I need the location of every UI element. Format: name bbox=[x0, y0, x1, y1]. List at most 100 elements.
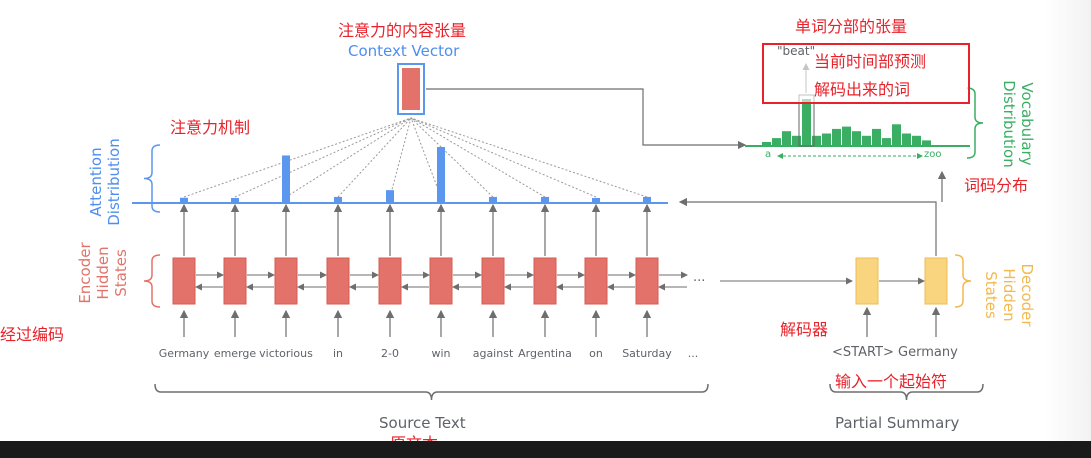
decoder-cn-label: 解码器 bbox=[780, 320, 829, 339]
decoder-brace bbox=[954, 254, 972, 308]
vocab-bar-14 bbox=[902, 133, 911, 145]
vocab-bar-5 bbox=[812, 135, 821, 145]
vocab-tensor-cn-label: 单词分部的张量 bbox=[795, 17, 908, 36]
encoder-cell-1 bbox=[223, 257, 247, 305]
vocab-bar-6 bbox=[822, 133, 831, 145]
right-edge-shade bbox=[1045, 0, 1091, 441]
decoder-input-tokens: <START> Germany bbox=[832, 345, 958, 360]
vocab-brace bbox=[966, 87, 984, 159]
source-token: emerge bbox=[213, 347, 257, 360]
vocab-bar-3 bbox=[792, 135, 801, 145]
vocab-bar-0 bbox=[762, 142, 771, 145]
encoder-label-line1: Encoder bbox=[76, 242, 94, 304]
attention-link-0 bbox=[183, 117, 412, 198]
decoder-cell-1 bbox=[924, 257, 948, 305]
encoder-cell-2 bbox=[274, 257, 298, 305]
vocab-bar-13 bbox=[892, 124, 901, 145]
bottom-bar bbox=[0, 441, 1091, 458]
encoder-cell-7 bbox=[533, 257, 557, 305]
decoder-label-line1: Decoder bbox=[1018, 263, 1036, 327]
attention-link-8 bbox=[410, 117, 597, 198]
encoder-cell-5 bbox=[429, 257, 453, 305]
source-token: in bbox=[332, 347, 344, 360]
word-distribution-cn-label: 词码分布 bbox=[964, 176, 1029, 195]
encoder-hidden-states-label: Encoder Hidden States bbox=[76, 228, 130, 318]
attention-bar-8 bbox=[592, 198, 600, 202]
attention-bar-5 bbox=[437, 147, 445, 202]
encoder-cell-4 bbox=[378, 257, 402, 305]
attention-bar-6 bbox=[489, 196, 497, 202]
attention-link-3 bbox=[337, 117, 412, 198]
encoder-ellipsis: ... bbox=[693, 270, 706, 285]
vocab-bar-16 bbox=[922, 140, 931, 145]
encoder-cell-9 bbox=[635, 257, 659, 305]
attention-bar-3 bbox=[334, 196, 342, 202]
source-token: ... bbox=[687, 347, 699, 360]
source-token: against bbox=[472, 347, 514, 360]
attention-bar-9 bbox=[643, 196, 651, 202]
decoder-to-attention-arrow bbox=[678, 197, 937, 256]
attention-brace bbox=[143, 144, 161, 213]
attention-link-2 bbox=[285, 117, 412, 198]
vocab-bar-11 bbox=[872, 128, 881, 145]
vocab-bar-10 bbox=[862, 135, 871, 145]
attention-bar-2 bbox=[282, 155, 290, 202]
attention-mechanism-cn-label: 注意力机制 bbox=[170, 118, 251, 137]
vocab-bar-1 bbox=[772, 138, 781, 145]
source-text-label: Source Text bbox=[379, 414, 466, 432]
vocab-bar-15 bbox=[912, 135, 921, 145]
context-vector-label: Context Vector bbox=[348, 42, 460, 60]
attention-link-1 bbox=[234, 117, 412, 198]
decoder-label-line2: Hidden States bbox=[982, 268, 1018, 322]
attention-bar-7 bbox=[541, 196, 549, 202]
vocabulary-distribution-label: Vocabulary Distribution bbox=[1000, 74, 1036, 174]
vocab-bar-7 bbox=[832, 128, 841, 145]
encoder-cell-8 bbox=[584, 257, 608, 305]
context-vector-cn-label: 注意力的内容张量 bbox=[338, 21, 467, 40]
encoder-label-line2: Hidden bbox=[94, 246, 112, 300]
attention-link-6 bbox=[410, 117, 494, 198]
encoder-label-line3: States bbox=[112, 249, 130, 297]
source-text-brace bbox=[154, 383, 709, 401]
source-token: 2-0 bbox=[381, 347, 399, 360]
vocab-end-label: zoo bbox=[924, 149, 942, 160]
source-token: Germany bbox=[158, 347, 210, 360]
attention-bar-4 bbox=[386, 190, 394, 202]
partial-summary-label: Partial Summary bbox=[835, 414, 960, 432]
start-token-cn-label: 输入一个起始符 bbox=[835, 372, 948, 391]
predicted-word-annotation-box: 当前时间部预测 解码出来的词 bbox=[762, 43, 970, 104]
vocab-label-line1: Vocabulary bbox=[1018, 82, 1036, 166]
vocab-bar-4 bbox=[802, 99, 811, 145]
encoder-brace bbox=[143, 254, 161, 308]
attention-link-5 bbox=[410, 117, 442, 198]
vocab-bar-12 bbox=[882, 138, 891, 145]
source-token: win bbox=[431, 347, 451, 360]
encoding-cn-label: 经过编码 bbox=[0, 325, 65, 344]
source-token: Argentina bbox=[518, 347, 572, 360]
attention-distribution-line2: Distribution bbox=[105, 138, 123, 226]
predicted-word-cn-line2: 解码出来的词 bbox=[814, 80, 911, 99]
predicted-word-label: "beat" bbox=[777, 44, 816, 58]
attention-distribution-label: Attention Distribution bbox=[87, 132, 123, 232]
vocab-label-line2: Distribution bbox=[1000, 80, 1018, 168]
predicted-word-cn-line1: 当前时间部预测 bbox=[814, 52, 927, 71]
source-token: on bbox=[589, 347, 603, 360]
vocab-bar-9 bbox=[852, 131, 861, 145]
context-vector-cell bbox=[402, 68, 420, 110]
partial-summary-brace bbox=[829, 383, 984, 401]
vocab-bar-8 bbox=[842, 126, 851, 145]
decoder-cell-0 bbox=[855, 257, 879, 305]
attention-link-4 bbox=[389, 117, 412, 198]
attention-distribution-line1: Attention bbox=[87, 147, 105, 217]
encoder-cell-6 bbox=[481, 257, 505, 305]
vocab-bar-2 bbox=[782, 131, 791, 145]
source-token: Saturday bbox=[622, 347, 672, 360]
attention-bar-0 bbox=[180, 197, 188, 202]
encoder-cell-3 bbox=[326, 257, 350, 305]
decoder-hidden-states-label: Decoder Hidden States bbox=[982, 245, 1036, 345]
context-to-vocab-arrow bbox=[426, 88, 747, 150]
encoder-cell-0 bbox=[172, 257, 196, 305]
attention-link-9 bbox=[410, 117, 648, 198]
